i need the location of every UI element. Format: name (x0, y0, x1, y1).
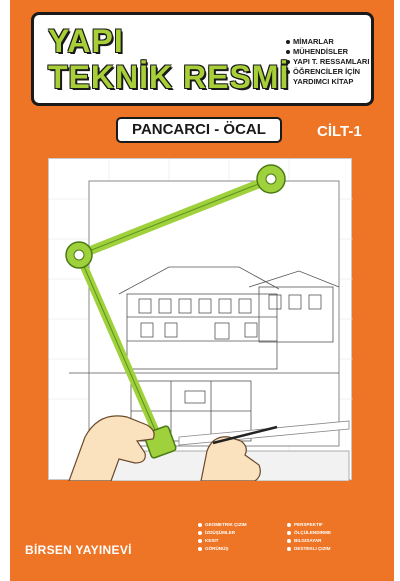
topic-item: Perspektif (287, 521, 379, 529)
topics-list-left: Geometrik Çizim İzdüşümler Kesit Görünüş (198, 521, 278, 553)
topic-item: Destekli Çizim (287, 545, 379, 553)
volume-label: CİLT-1 (317, 123, 362, 140)
topics-list-right: Perspektif Ölçülendirme Bilgisayar Deste… (287, 521, 379, 553)
authors-badge: PANCARCI - ÖCAL (116, 117, 282, 143)
audience-item: YAPI T. RESSAMLARI (286, 57, 378, 67)
cover-illustration (48, 158, 353, 481)
publisher-name: BİRSEN YAYINEVİ (25, 543, 132, 557)
topic-item: Kesit (198, 537, 278, 545)
topic-item: Görünüş (198, 545, 278, 553)
drawing-hands-icon (68, 415, 278, 481)
title-panel: YAPI TEKNİK RESMİ MİMARLAR MÜHENDİSLER Y… (31, 12, 374, 106)
audience-item: ÖĞRENCİLER İÇİN YARDIMCI KİTAP (286, 67, 378, 87)
topic-item: Bilgisayar (287, 537, 379, 545)
audience-item: MİMARLAR (286, 37, 378, 47)
audience-list: MİMARLAR MÜHENDİSLER YAPI T. RESSAMLARI … (286, 37, 378, 87)
audience-item: MÜHENDİSLER (286, 47, 378, 57)
title-line-2: TEKNİK RESMİ (48, 59, 290, 95)
topic-item: Ölçülendirme (287, 529, 379, 537)
topic-item: Geometrik Çizim (198, 521, 278, 529)
book-cover: YAPI TEKNİK RESMİ MİMARLAR MÜHENDİSLER Y… (10, 0, 394, 581)
title-line-1: YAPI (48, 23, 124, 59)
topic-item: İzdüşümler (198, 529, 278, 537)
